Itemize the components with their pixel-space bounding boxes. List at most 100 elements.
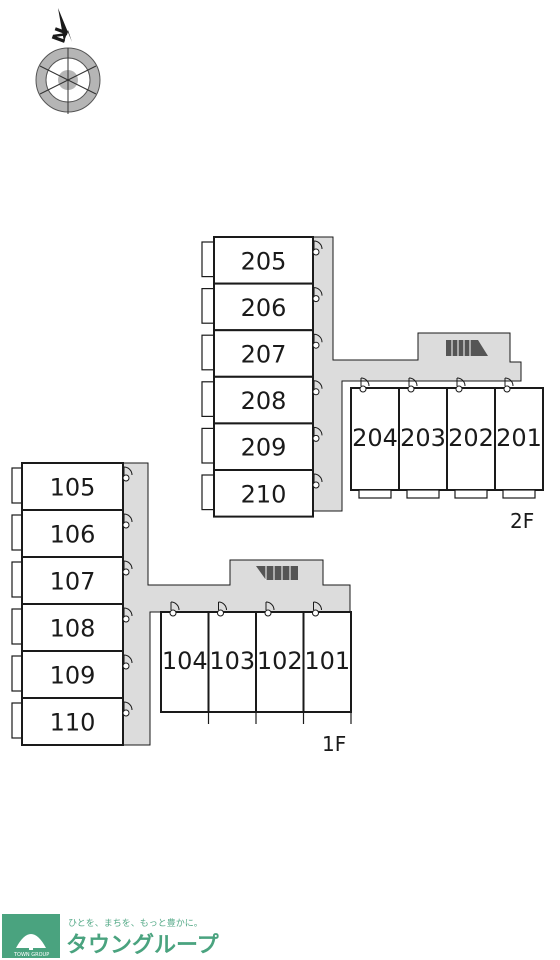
door-icon [122,607,133,623]
unit-box [302,611,352,713]
unit-box [21,650,124,699]
unit-box [21,603,124,652]
stairs-icon [446,340,488,356]
balcony [11,561,23,598]
balcony [406,489,440,499]
unit-box [21,509,124,558]
balcony [358,489,392,499]
compass-north-label: N [48,25,73,46]
unit-number: 109 [50,662,96,690]
unit-number: 103 [209,647,255,675]
unit-box [213,282,314,332]
door-icon [359,377,370,393]
unit-number: 208 [241,387,287,415]
brand-footer: TOWN GROUP ひとを、まちを、もっと豊かに。 タウングループ [2,914,220,958]
unit-number: 107 [50,568,96,596]
door-icon [312,287,323,303]
unit-box [160,611,210,713]
unit-number: 104 [162,647,208,675]
door-icon [312,601,322,617]
door-icon [122,654,133,670]
door-icon [503,377,514,393]
unit-106: 106 [11,509,133,558]
unit-number: 203 [400,424,446,452]
balcony [201,334,215,371]
unit-number: 204 [352,424,398,452]
unit-110: 110 [11,697,133,746]
balcony [201,288,215,324]
door-icon [312,333,323,349]
unit-103: 103 [207,601,257,724]
balcony [11,514,23,551]
north-arrow-icon [58,8,72,42]
unit-number: 110 [50,709,96,737]
unit-box [494,387,544,491]
door-icon [312,380,323,396]
balcony [201,474,215,511]
unit-stack-2f: 205 206 207 208 209 210 [201,236,323,518]
unit-210: 210 [201,469,323,518]
unit-105: 105 [11,462,133,511]
unit-207: 207 [201,329,323,378]
unit-107: 107 [11,556,133,605]
unit-box [446,387,496,491]
unit-box [21,556,124,605]
unit-number: 202 [448,424,494,452]
unit-number: 201 [496,424,542,452]
unit-box [213,329,314,378]
unit-108: 108 [11,603,133,652]
door-icon [122,513,133,529]
unit-stack-1f: 105 106 107 108 109 110 [11,462,133,746]
door-icon [122,466,133,482]
unit-204: 204 [350,377,400,499]
unit-number: 207 [241,341,287,369]
door-icon [264,601,275,617]
balcony [502,489,536,499]
unit-box [350,387,400,491]
balcony [201,241,215,278]
unit-202: 202 [446,377,496,499]
unit-number: 108 [50,615,96,643]
door-icon [455,377,466,393]
unit-206: 206 [201,282,323,332]
unit-box [213,375,314,425]
door-icon [312,240,323,256]
unit-number: 101 [304,647,350,675]
door-icon [407,377,418,393]
corridor-1f [122,462,351,746]
floor-label-1f: 1F [322,732,346,756]
unit-number: 206 [241,294,287,322]
brand-tagline: ひとを、まちを、もっと豊かに。 [68,917,203,929]
unit-209: 209 [201,422,323,471]
corridor-2f [312,236,522,512]
brand-logo-text: TOWN GROUP [13,952,49,958]
unit-box [213,469,314,518]
unit-box [21,697,124,746]
unit-number: 210 [241,480,287,508]
brand-name: タウングループ [66,932,220,958]
unit-101: 101 [302,601,352,724]
door-icon [217,601,227,617]
unit-number: 102 [257,647,303,675]
unit-box [207,611,257,713]
balcony [11,702,23,739]
balcony [11,655,23,692]
door-icon [122,701,133,717]
unit-104: 104 [160,601,210,724]
stairs-icon [256,566,298,580]
unit-208: 208 [201,375,323,425]
floor-label-2f: 2F [510,509,534,533]
door-icon [312,426,323,442]
unit-201: 201 [494,377,544,499]
unit-109: 109 [11,650,133,699]
unit-number: 205 [241,247,287,275]
unit-203: 203 [398,377,448,499]
unit-102: 102 [255,601,305,724]
unit-number: 105 [50,474,96,502]
door-icon [122,560,133,576]
unit-number: 209 [241,434,287,462]
balcony [11,608,23,645]
